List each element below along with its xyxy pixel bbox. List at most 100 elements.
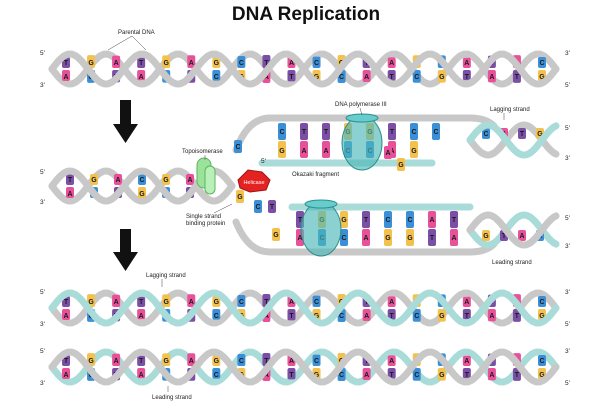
upper-fork-base-top-0 [278,123,286,140]
base-top-row-4-6 [212,355,221,366]
lower-fork-base-bottom-7 [450,229,458,246]
base-bottom-row-3-12 [362,309,371,322]
upper-right-3prime: 3' [565,155,570,162]
base-bottom-row-1-18-letter: T [515,74,520,81]
lower-right-base-1-letter: T [502,233,507,240]
base-bottom-row-4-6 [212,368,221,379]
base-bottom-row-3-8-letter: A [264,313,269,320]
base-top-row-3-1-letter: G [88,299,94,306]
upper-fork-base-bottom-2 [322,141,330,158]
upper-fork-base-top-5-letter: T [390,129,395,136]
lower-fork-base-bottom-6-letter: T [430,235,435,242]
base-top-row-4-16 [462,355,471,366]
base-top-row-3-4 [162,294,171,307]
upper-fork-base-bottom-6 [410,141,418,158]
base-top-row-4-7-letter: C [239,358,244,365]
base-bottom-row-4-14-letter: C [414,372,419,379]
base-bottom-row-1-17-letter: A [489,74,494,81]
upper-right-base-0 [482,128,490,139]
base-top-row-3-12-letter: T [364,299,369,306]
base-bottom-row-4-10-letter: G [314,372,320,379]
row2-base-bottom-3 [138,187,146,198]
lower-fork-base-top-4 [384,211,392,228]
base-top-row-3-9-letter: A [289,299,294,306]
dna-polymerase-upper-shape [341,113,383,171]
base-top-row-3-19-letter: C [539,299,544,306]
strand-b-row-4 [48,348,560,386]
lower-fork-base-top-7 [450,211,458,228]
base-top-row-4-13 [387,355,396,366]
base-top-row-3-10-letter: C [314,299,319,306]
helix-layer: TAGCATTAGCATGCCGTAATCGGCTAATGCCGATTAATCG… [40,50,570,387]
dna-helix-row-3: TAGCATTAGCATGCCGTAATCGGCTAATGCCGATTAATCG… [40,289,570,328]
base-bottom-row-3-10-letter: G [314,313,320,320]
base-bottom-row-3-13 [387,309,396,320]
lower-fork-base-bottom-7-letter: A [451,235,456,242]
base-bottom-row-3-11-letter: C [339,313,344,320]
base-top-row-1-1-letter: G [88,60,94,67]
helicase-label: Helicase [243,180,264,186]
base-bottom-row-4-9 [287,368,296,380]
base-bottom-row-3-0-letter: A [63,313,68,320]
base-bottom-row-1-11-letter: C [339,74,344,81]
base-bottom-row-4-15-letter: G [439,372,445,379]
label-layer: Parental DNA Topoisomerase Single strand… [107,30,532,401]
base-top-row-3-2 [112,294,121,307]
base-bottom-row-4-6-letter: C [214,372,219,379]
base-bottom-row-3-0 [62,309,70,321]
base-bottom-row-3-3-letter: A [139,313,144,320]
lower-right-base-2 [518,230,526,241]
end-5prime-right-row-3: 5' [565,321,570,328]
base-top-row-3-2-letter: A [114,299,119,306]
base-top-row-4-10 [312,354,321,366]
free-nucleotide-5-letter: G [398,162,404,169]
helicase-shape: Helicase [237,169,271,193]
base-top-row-3-0-letter: T [64,299,69,306]
lower-fork-base-top-7-letter: T [452,217,457,224]
base-bottom-row-4-15 [437,368,446,381]
down-arrow-2 [113,229,138,271]
base-bottom-row-1-9 [287,70,296,82]
upper-fork-base-bottom-1-letter: A [301,148,306,155]
upper-fork-base-top-2 [322,123,330,140]
base-bottom-row-4-9-letter: T [289,372,294,379]
upper-fork-base-top-6-letter: C [411,129,416,136]
lower-fork-base-top-2 [340,211,348,228]
ssb-label-line1: Single strand [186,214,221,220]
end-3prime-left-row-4: 3' [40,380,45,387]
base-bottom-row-3-13-letter: T [390,313,395,320]
leading-strand-label-row4: Leading strand [152,395,192,401]
ssb-label-line2: binding protein [186,221,225,227]
base-bottom-row-1-6-letter: C [214,74,219,81]
base-bottom-row-4-14 [412,368,421,381]
row2-base-top-4-letter: G [163,177,169,184]
row2-base-top-2 [114,174,122,185]
upper-fork-5prime: 5' [261,158,266,165]
strand-b-row-3 [48,289,560,327]
base-bottom-row-4-16-letter: T [465,372,470,379]
base-bottom-row-3-14-letter: C [414,313,419,320]
row2-base-top-5 [186,174,194,185]
end-5prime-right-row-4: 5' [565,380,570,387]
arrow-layer [113,100,138,271]
row2-base-top-5-letter: A [187,177,192,184]
base-bottom-row-1-14 [412,70,421,83]
upper-fork-base-top-6 [410,123,418,140]
base-top-row-3-7 [237,294,246,307]
base-top-row-3-6-letter: G [214,299,220,306]
base-bottom-row-1-16-letter: T [465,74,470,81]
base-top-row-3-6 [212,296,221,307]
base-bottom-row-4-0 [62,368,70,380]
base-top-row-3-8-letter: T [264,299,269,306]
lower-fork-base-bottom-5-letter: G [407,235,413,242]
free-nucleotide-4 [384,146,392,159]
base-top-row-1-3 [137,57,146,68]
base-bottom-row-4-11-letter: C [339,372,344,379]
free-nucleotide-0 [234,140,242,153]
row2-base-top-0 [66,174,74,185]
free-nucleotide-5 [397,158,405,171]
row2-base-top-3-letter: C [139,177,144,184]
free-nucleotide-6 [254,200,262,213]
